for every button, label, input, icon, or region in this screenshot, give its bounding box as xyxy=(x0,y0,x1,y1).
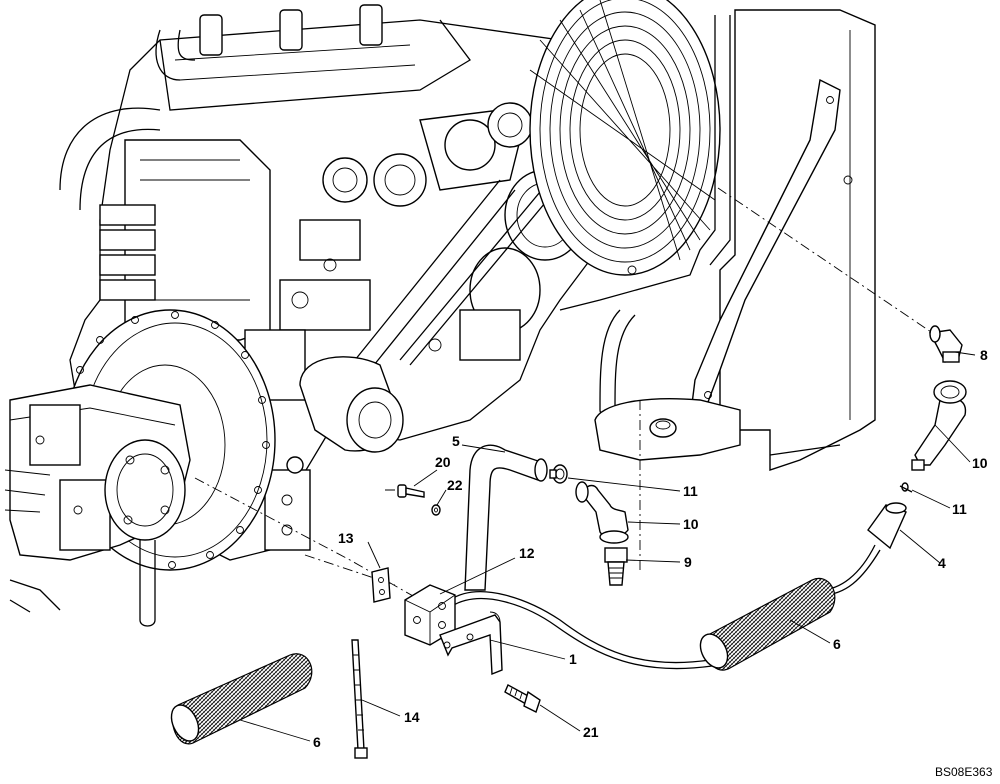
reference-code: BS08E363 xyxy=(935,765,993,779)
callout-14: 14 xyxy=(404,709,420,725)
callout-11-center: 11 xyxy=(683,483,698,499)
leader-lines xyxy=(239,351,976,742)
part-8-fitting xyxy=(928,325,963,363)
part-11-clamp xyxy=(549,464,568,484)
callout-5: 5 xyxy=(452,433,460,449)
callout-12: 12 xyxy=(519,545,535,561)
part-21-bolt xyxy=(504,684,541,713)
callout-11-right: 11 xyxy=(952,501,967,517)
part-11-clamp-right xyxy=(899,482,913,493)
callout-9: 9 xyxy=(684,554,692,570)
part-6-sleeve-left xyxy=(170,653,313,745)
part-10-elbow-right xyxy=(911,380,967,471)
part-13-plate xyxy=(371,567,391,603)
part-14-cable-tie xyxy=(351,639,368,759)
callout-22: 22 xyxy=(447,477,463,493)
part-4-connector xyxy=(867,502,907,550)
callout-6-left: 6 xyxy=(313,734,321,750)
part-5-hose xyxy=(464,444,548,591)
callout-13: 13 xyxy=(338,530,354,546)
part-10-elbow-center xyxy=(575,481,629,544)
callout-10-center: 10 xyxy=(683,516,699,532)
part-22-washer xyxy=(431,504,441,516)
part-9-adapter xyxy=(604,547,628,586)
part-1-bracket xyxy=(439,611,503,676)
engine-assembly xyxy=(59,4,639,561)
part-6-sleeve-right xyxy=(699,577,836,671)
callouts: 1 4 5 6 6 8 9 10 10 11 11 12 13 14 20 21… xyxy=(313,347,988,750)
callout-20: 20 xyxy=(435,454,451,470)
callout-21: 21 xyxy=(583,724,599,740)
callout-10-right: 10 xyxy=(972,455,988,471)
cooling-fan xyxy=(529,0,721,276)
part-20-bolt xyxy=(397,484,425,498)
callout-6-right: 6 xyxy=(833,636,841,652)
callout-4: 4 xyxy=(938,555,946,571)
hydraulic-pump xyxy=(4,384,191,627)
callout-8: 8 xyxy=(980,347,988,363)
callout-1: 1 xyxy=(569,651,577,667)
radiator-shroud xyxy=(559,9,876,471)
assembly-lines xyxy=(194,187,941,601)
